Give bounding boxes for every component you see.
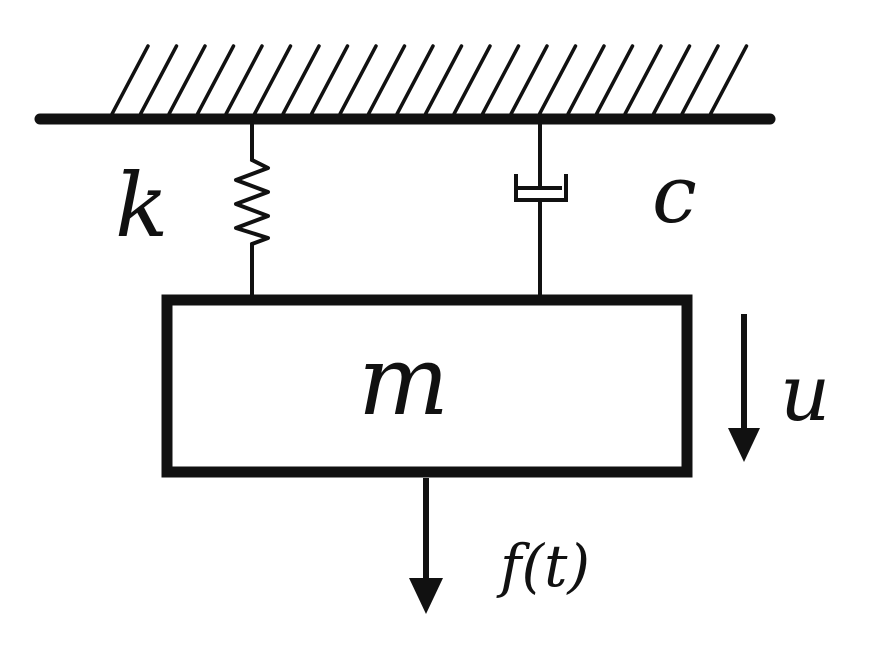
hatch-line (338, 44, 378, 116)
support-hatching (110, 44, 749, 116)
hatch-line (623, 44, 663, 116)
hatch-line (395, 44, 435, 116)
hatch-line (452, 44, 492, 116)
fixed-support (34, 44, 776, 125)
hatch-line (309, 44, 350, 116)
force-arrow (409, 478, 443, 614)
displacement-arrow (728, 314, 760, 462)
mass-label: m (358, 325, 449, 437)
displacement-arrow-head (728, 428, 760, 462)
hatch-line (480, 44, 521, 116)
stiffness-label: k (115, 154, 168, 257)
hatch-line (167, 44, 207, 116)
hatch-line (566, 44, 606, 116)
force-label: f(t) (496, 532, 590, 600)
mass-block (161, 294, 693, 478)
hatch-line (651, 44, 692, 116)
hatch-line (195, 44, 236, 116)
hatch-line (509, 44, 549, 116)
hatch-line (252, 44, 293, 116)
displacement-label: u (780, 349, 830, 439)
force-arrow-head (409, 578, 443, 614)
hatch-line (423, 44, 464, 116)
hatch-line (366, 44, 407, 116)
damping-label: c (652, 148, 697, 241)
hatch-line (110, 44, 150, 116)
damper (514, 121, 568, 300)
hatch-line (708, 44, 749, 116)
hatch-line (281, 44, 321, 116)
hatch-line (138, 44, 179, 116)
hatch-line (537, 44, 578, 116)
spring-coil (234, 158, 270, 246)
hatch-line (594, 44, 635, 116)
spring (234, 121, 270, 300)
hatch-line (224, 44, 264, 116)
hatch-line (680, 44, 720, 116)
